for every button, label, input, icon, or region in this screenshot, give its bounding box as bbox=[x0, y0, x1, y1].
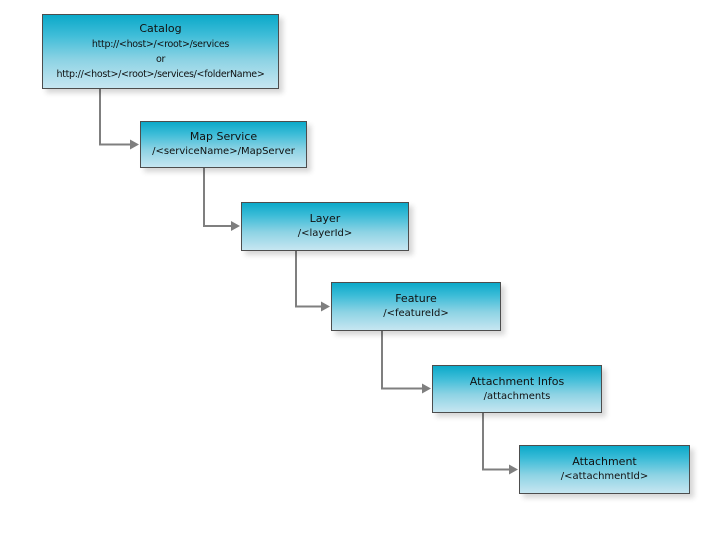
arrow-right-icon bbox=[231, 221, 240, 231]
connector-map-service-to-layer bbox=[203, 168, 240, 231]
connector-attachment-infos-to-attachment bbox=[482, 413, 518, 475]
node-title: Feature bbox=[395, 292, 437, 305]
node-path-label: /<attachmentId> bbox=[560, 471, 649, 482]
node-path-label: /<layerId> bbox=[297, 228, 353, 239]
node-attachment: Attachment /<attachmentId> bbox=[519, 445, 690, 494]
arrow-right-icon bbox=[130, 139, 139, 150]
node-url-line: http://<host>/<root>/services bbox=[91, 38, 230, 50]
connector-line bbox=[482, 413, 509, 471]
connector-line bbox=[99, 89, 130, 146]
node-feature: Feature /<featureId> bbox=[331, 282, 501, 331]
connector-catalog-to-map-service bbox=[99, 89, 139, 150]
node-url-line: http://<host>/<root>/services/<folderNam… bbox=[56, 68, 265, 80]
node-title: Attachment bbox=[572, 455, 637, 468]
connector-line bbox=[295, 251, 321, 308]
node-catalog: Catalog http://<host>/<root>/services or… bbox=[42, 14, 279, 89]
node-title: Catalog bbox=[139, 21, 182, 35]
connector-layer-to-feature bbox=[295, 251, 330, 312]
node-or-label: or bbox=[155, 53, 166, 65]
arrow-right-icon bbox=[422, 383, 431, 394]
node-layer: Layer /<layerId> bbox=[241, 202, 409, 251]
arrow-right-icon bbox=[509, 464, 518, 475]
node-map-service: Map Service /<serviceName>/MapServer bbox=[140, 121, 307, 168]
node-path-label: /<featureId> bbox=[383, 308, 449, 319]
node-title: Attachment Infos bbox=[469, 374, 565, 388]
node-path-label: /<serviceName>/MapServer bbox=[152, 146, 295, 157]
node-title: Layer bbox=[309, 212, 341, 225]
arrow-right-icon bbox=[321, 301, 330, 312]
connector-line bbox=[203, 168, 231, 227]
connector-line bbox=[381, 331, 422, 390]
node-path-label: /attachments bbox=[483, 390, 551, 402]
node-title: Map Service bbox=[189, 130, 258, 143]
node-attachment-infos: Attachment Infos /attachments bbox=[432, 365, 602, 413]
connector-feature-to-attachment-infos bbox=[381, 331, 431, 394]
